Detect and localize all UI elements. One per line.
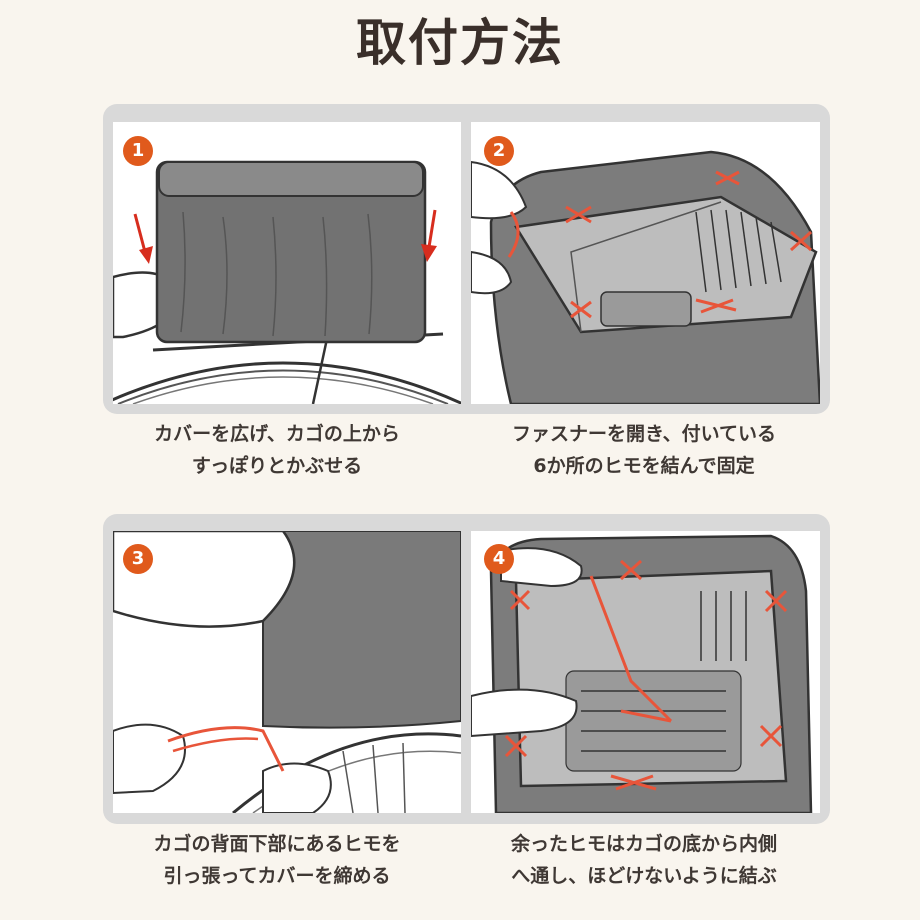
step-4-caption: 余ったヒモはカゴの底から内側 へ通し、ほどけないように結ぶ <box>434 828 854 892</box>
step-2-illustration <box>471 122 820 404</box>
step-2-caption-line2: 6か所のヒモを結んで固定 <box>533 455 755 477</box>
step-3-caption-line2: 引っ張ってカバーを締める <box>163 865 391 887</box>
page-title: 取付方法 <box>356 14 564 72</box>
step-1-badge: 1 <box>123 136 153 166</box>
step-3-illustration <box>113 531 461 813</box>
step-4-caption-line2: へ通し、ほどけないように結ぶ <box>511 865 777 887</box>
step-1-caption-line1: カバーを広げ、カゴの上から <box>154 423 400 445</box>
step-4-badge: 4 <box>484 544 514 574</box>
step-2-badge: 2 <box>484 136 514 166</box>
step-3-caption: カゴの背面下部にあるヒモを 引っ張ってカバーを締める <box>67 828 487 892</box>
step-2-caption-line1: ファスナーを開き、付いている <box>511 423 777 445</box>
step-3-badge: 3 <box>123 544 153 574</box>
step-4-caption-line1: 余ったヒモはカゴの底から内側 <box>510 833 777 855</box>
step-1-caption: カバーを広げ、カゴの上から すっぽりとかぶせる <box>67 418 487 482</box>
step-2-caption: ファスナーを開き、付いている 6か所のヒモを結んで固定 <box>434 418 854 482</box>
step-1-caption-line2: すっぽりとかぶせる <box>191 455 363 477</box>
step-3-caption-line1: カゴの背面下部にあるヒモを <box>153 833 401 855</box>
step-1-illustration <box>113 122 461 404</box>
step-4-illustration <box>471 531 820 813</box>
